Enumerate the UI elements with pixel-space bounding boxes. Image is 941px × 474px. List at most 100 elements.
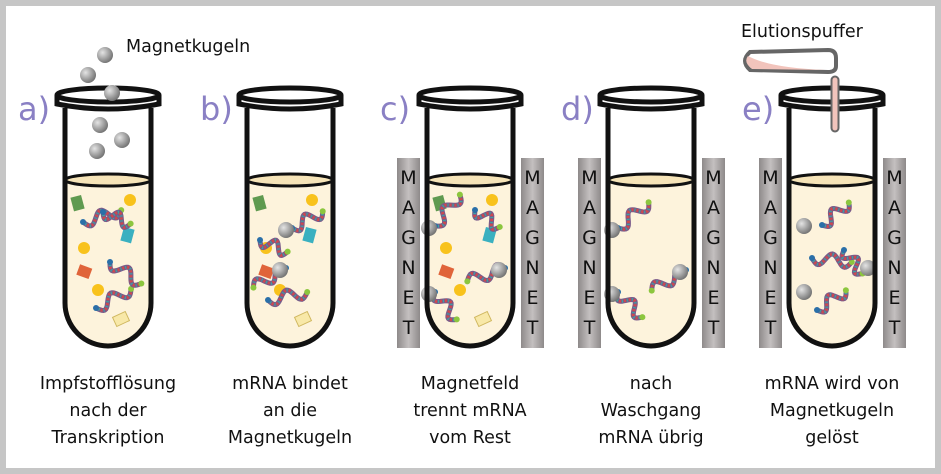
poly-a-tail bbox=[319, 208, 326, 215]
mrna-strand bbox=[257, 237, 291, 258]
magnet-letter: M bbox=[886, 167, 902, 189]
mrna-strand bbox=[250, 262, 289, 291]
mrna-strand bbox=[472, 207, 503, 232]
impurity-fragment bbox=[76, 264, 93, 280]
magnet-letter: E bbox=[707, 287, 719, 309]
cap-end bbox=[100, 209, 106, 215]
poly-a-tail bbox=[464, 278, 471, 285]
magnet-letter: T bbox=[526, 317, 539, 339]
impurity-dot bbox=[454, 284, 466, 296]
liquid-surface bbox=[787, 172, 877, 188]
poly-a-tail bbox=[250, 284, 257, 291]
mrna-bases bbox=[108, 262, 142, 287]
magnet-letter: M bbox=[581, 167, 597, 189]
mrna-bases bbox=[840, 249, 863, 276]
mrna-strand bbox=[278, 208, 326, 238]
mrna-bases bbox=[82, 208, 123, 228]
mrna-bases bbox=[101, 210, 132, 229]
magnet-letter: G bbox=[887, 227, 902, 249]
mrna-strand bbox=[809, 251, 855, 270]
tube-opening bbox=[236, 85, 344, 105]
magnetic-bead bbox=[796, 218, 812, 234]
magnet-letter: M bbox=[524, 167, 540, 189]
magnet-letter: E bbox=[402, 287, 414, 309]
magnet-letter: T bbox=[888, 317, 901, 339]
mrna-bases bbox=[431, 291, 458, 322]
poly-a-tail bbox=[304, 289, 311, 296]
cap-end bbox=[107, 259, 113, 265]
falling-magnetic-bead bbox=[80, 67, 96, 83]
magnet-bar bbox=[521, 158, 544, 348]
cap-end bbox=[809, 255, 815, 261]
pipette-buffer-liquid bbox=[746, 56, 826, 70]
impurity-fragment bbox=[302, 226, 317, 244]
magnetic-bead bbox=[860, 260, 876, 276]
mrna-strand bbox=[100, 209, 134, 230]
poly-a-tail bbox=[284, 248, 291, 255]
mrna-bases bbox=[101, 210, 132, 229]
magnet-letter: M bbox=[705, 167, 721, 189]
liquid-surface bbox=[63, 172, 153, 188]
mrna-strand bbox=[814, 287, 849, 315]
magnet-bar bbox=[759, 158, 782, 348]
falling-magnetic-bead bbox=[114, 132, 130, 148]
mrna-bases bbox=[617, 202, 651, 231]
step-caption-line: mRNA wird von bbox=[765, 374, 900, 394]
poly-a-tail bbox=[496, 223, 503, 230]
magnet-letter: A bbox=[707, 197, 720, 219]
mrna-bases bbox=[816, 290, 848, 314]
step-caption-line: nach der bbox=[69, 401, 147, 421]
beads-label: Magnetkugeln bbox=[126, 37, 250, 57]
mrna-strand bbox=[819, 199, 852, 230]
impurity-dot bbox=[78, 242, 90, 254]
falling-magnetic-bead bbox=[92, 117, 108, 133]
liquid-surface bbox=[606, 172, 696, 188]
mrna-strand bbox=[80, 207, 125, 229]
impurity-fragment bbox=[293, 310, 313, 328]
step-caption-line: gelöst bbox=[805, 428, 859, 448]
mrna-bases bbox=[473, 209, 501, 231]
elution-buffer-label: Elutionspuffer bbox=[741, 22, 864, 42]
magnet-bar bbox=[702, 158, 725, 348]
cap-end bbox=[80, 219, 86, 225]
falling-magnetic-bead bbox=[89, 143, 105, 159]
magnet-letter: T bbox=[583, 317, 596, 339]
magnet-letter: T bbox=[402, 317, 415, 339]
test-tube bbox=[786, 108, 878, 349]
impurity-dot bbox=[306, 194, 318, 206]
magnet-letter: A bbox=[888, 197, 901, 219]
magnet-letter: G bbox=[401, 227, 416, 249]
magnet-letter: G bbox=[763, 227, 778, 249]
liquid bbox=[247, 180, 333, 346]
poly-a-tail bbox=[848, 258, 855, 265]
magnet-letter: N bbox=[582, 257, 596, 279]
impurity-fragment bbox=[111, 310, 131, 328]
impurity-fragment bbox=[120, 226, 135, 244]
step-letter: c) bbox=[380, 90, 410, 128]
cap-end bbox=[265, 297, 271, 303]
mrna-bases bbox=[266, 288, 309, 307]
magnet-letter: N bbox=[525, 257, 539, 279]
cap-end bbox=[814, 307, 820, 313]
magnet-letter: T bbox=[764, 317, 777, 339]
mrna-strand bbox=[648, 264, 689, 294]
mrna-strand bbox=[464, 261, 508, 285]
mrna-bases bbox=[821, 202, 851, 229]
test-tube bbox=[62, 108, 154, 349]
mrna-bases bbox=[615, 291, 643, 320]
step-caption-line: trennt mRNA bbox=[413, 401, 526, 421]
cap-end bbox=[841, 247, 847, 253]
magnet-letter: E bbox=[888, 287, 900, 309]
liquid-surface bbox=[245, 172, 335, 188]
test-tube bbox=[424, 108, 516, 349]
poly-a-tail bbox=[456, 191, 463, 198]
step-letter: b) bbox=[200, 90, 233, 128]
poly-a-tail bbox=[648, 287, 655, 294]
mrna-bases bbox=[258, 238, 289, 257]
poly-a-tail bbox=[453, 316, 460, 323]
mrna-bases bbox=[95, 288, 133, 313]
